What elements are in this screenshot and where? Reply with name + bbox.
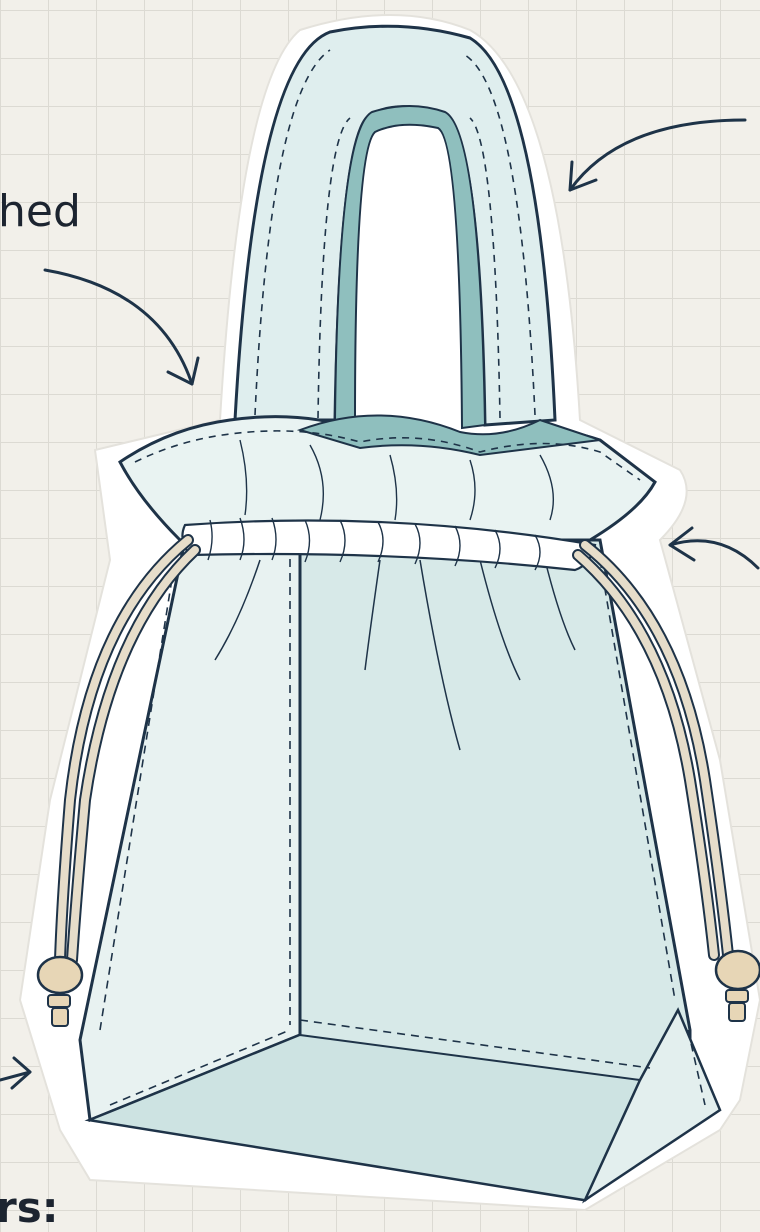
- arrow-to-ruffle: [45, 270, 192, 384]
- colors-label-fragment: rs:: [0, 1183, 59, 1232]
- gathered-ruffle: [120, 415, 655, 570]
- gathered-label-fragment: hed: [0, 186, 81, 237]
